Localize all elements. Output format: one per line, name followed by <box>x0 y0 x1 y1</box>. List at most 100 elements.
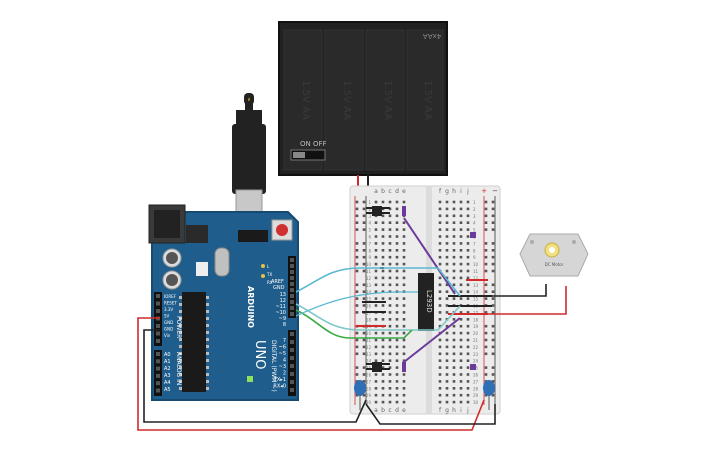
breadboard-hole[interactable] <box>459 324 463 328</box>
breadboard-hole[interactable] <box>395 359 399 362</box>
breadboard-hole[interactable] <box>445 380 449 383</box>
breadboard-hole[interactable] <box>452 255 456 259</box>
jumper-purple[interactable] <box>403 217 456 295</box>
breadboard-hole[interactable] <box>459 387 463 390</box>
breadboard-hole[interactable] <box>402 311 406 314</box>
breadboard-hole[interactable] <box>438 400 442 404</box>
rail-hole[interactable] <box>362 214 366 218</box>
breadboard-hole[interactable] <box>445 207 449 211</box>
rail-hole[interactable] <box>362 345 366 349</box>
breadboard-hole[interactable] <box>374 393 378 397</box>
rail-hole[interactable] <box>355 373 359 376</box>
breadboard-hole[interactable] <box>466 214 470 218</box>
breadboard-hole[interactable] <box>459 400 463 404</box>
header-pin[interactable] <box>290 356 294 360</box>
breadboard-hole[interactable] <box>388 373 392 376</box>
header-pin[interactable] <box>156 373 160 378</box>
breadboard-hole[interactable] <box>374 200 378 204</box>
breadboard-hole[interactable] <box>395 366 399 369</box>
rail-hole[interactable] <box>491 290 495 293</box>
rail-hole[interactable] <box>484 249 488 252</box>
breadboard-hole[interactable] <box>452 283 456 287</box>
breadboard-hole[interactable] <box>395 318 399 321</box>
breadboard-hole[interactable] <box>402 387 406 390</box>
header-pin[interactable] <box>290 264 294 268</box>
rail-hole[interactable] <box>355 331 359 335</box>
rail-hole[interactable] <box>484 228 488 231</box>
breadboard-hole[interactable] <box>445 331 449 335</box>
wire-cyan-2[interactable] <box>295 291 418 317</box>
breadboard-hole[interactable] <box>452 373 456 376</box>
breadboard-hole[interactable] <box>381 304 385 307</box>
breadboard-hole[interactable] <box>388 393 392 397</box>
breadboard-hole[interactable] <box>381 249 385 252</box>
breadboard-hole[interactable] <box>374 235 378 238</box>
rail-hole[interactable] <box>362 297 366 300</box>
breadboard-hole[interactable] <box>452 359 456 362</box>
dc-motor[interactable]: DC Motor <box>519 233 589 277</box>
breadboard-hole[interactable] <box>388 331 392 335</box>
rail-hole[interactable] <box>484 297 488 300</box>
breadboard-hole[interactable] <box>395 311 399 314</box>
header-pin[interactable] <box>156 301 160 306</box>
wires[interactable] <box>137 267 567 431</box>
rail-hole[interactable] <box>484 207 488 211</box>
breadboard-hole[interactable] <box>452 352 456 356</box>
breadboard-hole[interactable] <box>374 269 378 273</box>
breadboard-hole[interactable] <box>395 262 399 266</box>
breadboard-hole[interactable] <box>452 221 456 224</box>
breadboard-hole[interactable] <box>459 338 463 342</box>
breadboard-hole[interactable] <box>466 242 470 245</box>
breadboard-hole[interactable] <box>374 228 378 231</box>
breadboard-hole[interactable] <box>459 331 463 335</box>
breadboard-hole[interactable] <box>402 255 406 259</box>
breadboard-hole[interactable] <box>459 380 463 383</box>
breadboard-hole[interactable] <box>459 200 463 204</box>
rail-hole[interactable] <box>355 221 359 224</box>
breadboard-hole[interactable] <box>388 255 392 259</box>
breadboard-hole[interactable] <box>438 352 442 356</box>
breadboard-hole[interactable] <box>388 345 392 349</box>
rail-hole[interactable] <box>362 380 366 383</box>
breadboard-hole[interactable] <box>374 221 378 224</box>
breadboard-hole[interactable] <box>452 324 456 328</box>
breadboard-hole[interactable] <box>381 366 385 369</box>
breadboard-hole[interactable] <box>395 235 399 238</box>
header-pin[interactable] <box>290 332 294 336</box>
header-pin[interactable] <box>156 331 160 336</box>
breadboard-hole[interactable] <box>388 311 392 314</box>
breadboard-hole[interactable] <box>388 359 392 362</box>
breadboard-hole[interactable] <box>395 352 399 356</box>
breadboard-hole[interactable] <box>466 400 470 404</box>
breadboard-hole[interactable] <box>445 200 449 204</box>
rail-hole[interactable] <box>484 345 488 349</box>
breadboard-hole[interactable] <box>445 359 449 362</box>
breadboard-hole[interactable] <box>445 393 449 397</box>
breadboard-hole[interactable] <box>402 269 406 273</box>
breadboard-hole[interactable] <box>466 331 470 335</box>
rail-hole[interactable] <box>491 269 495 273</box>
rail-hole[interactable] <box>484 324 488 328</box>
breadboard-hole[interactable] <box>445 235 449 238</box>
rail-hole[interactable] <box>491 366 495 369</box>
breadboard-hole[interactable] <box>466 387 470 390</box>
breadboard-hole[interactable] <box>459 262 463 266</box>
usb-cable[interactable] <box>232 93 266 239</box>
breadboard-hole[interactable] <box>445 276 449 280</box>
capacitor-left[interactable] <box>354 380 366 410</box>
rail-hole[interactable] <box>355 200 359 204</box>
breadboard-hole[interactable] <box>459 352 463 356</box>
breadboard-hole[interactable] <box>452 207 456 211</box>
header-pin[interactable] <box>290 282 294 286</box>
breadboard-hole[interactable] <box>466 352 470 356</box>
rail-hole[interactable] <box>362 393 366 397</box>
breadboard-hole[interactable] <box>445 297 449 300</box>
breadboard-hole[interactable] <box>388 200 392 204</box>
rail-hole[interactable] <box>362 366 366 369</box>
breadboard-hole[interactable] <box>466 207 470 211</box>
breadboard-hole[interactable] <box>452 393 456 397</box>
breadboard-hole[interactable] <box>459 255 463 259</box>
breadboard-hole[interactable] <box>402 200 406 204</box>
wire-cyan[interactable] <box>295 267 461 297</box>
rail-hole[interactable] <box>362 242 366 245</box>
